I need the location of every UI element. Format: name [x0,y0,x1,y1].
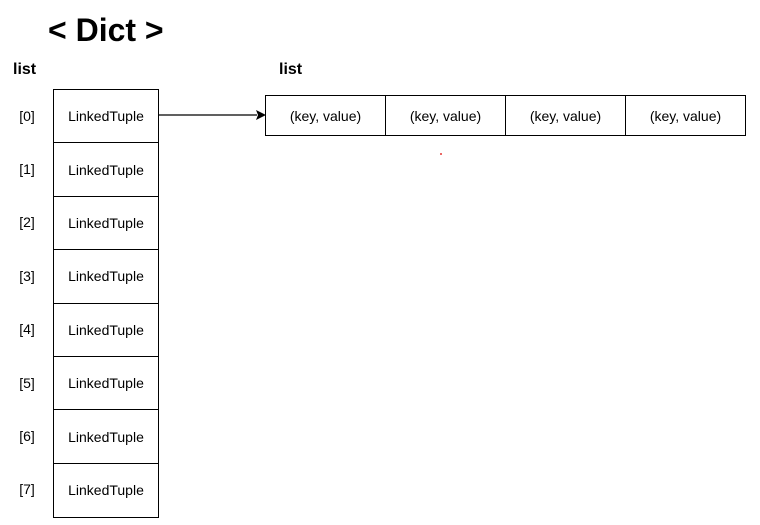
left-list-label: list [13,61,37,78]
stray-dot [440,153,442,155]
bucket-cell: LinkedTuple [54,410,158,464]
right-list-label: list [279,61,303,78]
index-label: [6] [19,428,35,445]
index-label: [3] [19,267,35,284]
arrow-head [256,110,266,120]
index-label: [1] [19,161,35,178]
index-label: [2] [19,214,35,231]
bucket-cell: LinkedTuple [54,90,158,144]
tuple-cell: (key, value) [649,107,722,124]
diagram-title: < Dict > [48,12,164,48]
bucket-cell: LinkedTuple [68,482,144,499]
tuple-cell: (key, value) [506,96,626,135]
index-label: [0] [19,107,35,124]
bucket-cell: LinkedTuple [54,250,158,304]
tuple-list: (key, value) (key, value) (key, value) (… [265,95,746,136]
bucket-list: LinkedTuple LinkedTuple LinkedTuple Link… [53,89,159,519]
tuple-cell: (key, value) [386,96,506,135]
index-label: [7] [19,481,35,498]
bucket-cell: LinkedTuple [54,143,158,197]
bucket-cell: LinkedTuple [54,197,158,251]
bucket-cell: LinkedTuple [54,304,158,357]
pointer-arrow [158,110,266,120]
index-label: [5] [19,374,35,391]
tuple-cell: (key, value) [266,96,386,135]
index-label: [4] [19,321,35,338]
index-column: [0] [1] [2] [3] [4] [5] [6] [7] [10,89,44,516]
bucket-cell: LinkedTuple [54,357,158,411]
